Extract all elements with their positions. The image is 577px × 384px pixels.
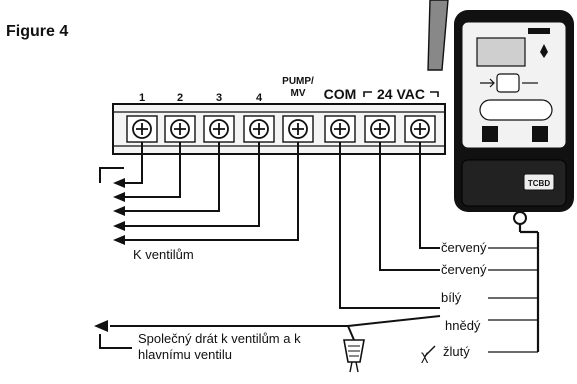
terminal-number-2: 2 bbox=[177, 92, 183, 104]
controller-device: TCBD bbox=[427, 0, 574, 225]
terminal-24vac-1-screw bbox=[364, 115, 396, 143]
pump-wire bbox=[124, 142, 299, 241]
valve-arrow-5 bbox=[113, 235, 125, 245]
vac-wires bbox=[379, 142, 440, 271]
wire-label-yellow: žlutý bbox=[443, 344, 470, 359]
to-valves-label: K ventilům bbox=[133, 247, 194, 262]
wire-nut-icon bbox=[343, 339, 365, 373]
controller-button-label: TCBD bbox=[528, 179, 550, 188]
terminal-2-screw bbox=[164, 115, 196, 143]
common-wire-to-brown bbox=[347, 315, 441, 327]
terminal-number-4: 4 bbox=[256, 92, 263, 104]
yellow-x-mark: χ bbox=[421, 347, 429, 363]
common-label-line2: hlavnímu ventilu bbox=[138, 347, 232, 362]
common-wire-to-connector bbox=[347, 325, 355, 341]
common-bracket bbox=[99, 334, 132, 349]
terminal-number-3: 3 bbox=[216, 92, 222, 104]
pump-label-line1: PUMP/ bbox=[282, 76, 314, 87]
cable-leaders bbox=[488, 247, 538, 353]
controller-button bbox=[523, 173, 555, 191]
valve-wires bbox=[99, 142, 299, 241]
mode-selector bbox=[479, 99, 553, 121]
plus-button bbox=[532, 126, 548, 142]
cable-grommet bbox=[513, 211, 527, 225]
terminal-1-screw bbox=[126, 115, 158, 143]
terminal-com-screw bbox=[324, 115, 356, 143]
transformer-cable bbox=[518, 218, 540, 352]
antenna-cable bbox=[427, 0, 449, 71]
valve-arrow-1 bbox=[113, 178, 125, 188]
terminal-pump-screw bbox=[282, 115, 314, 143]
vac-bracket bbox=[363, 91, 439, 97]
wire-label-red-2: červený bbox=[441, 262, 487, 277]
common-label-line1: Společný drát k ventilům a k bbox=[138, 331, 301, 346]
display-screen bbox=[476, 37, 526, 67]
terminal-strip bbox=[112, 103, 446, 155]
valve-wire-3 bbox=[124, 142, 220, 212]
wire-label-red-1: červený bbox=[441, 240, 487, 255]
valve-arrows bbox=[113, 178, 125, 245]
terminal-3-screw bbox=[203, 115, 235, 143]
common-arrow bbox=[94, 320, 108, 332]
valve-wire-1 bbox=[124, 142, 143, 184]
minus-button bbox=[482, 126, 498, 142]
terminal-4-screw bbox=[243, 115, 275, 143]
valve-arrow-3 bbox=[113, 206, 125, 216]
dial-icon bbox=[496, 73, 520, 93]
vac-wire-1 bbox=[379, 142, 440, 271]
wire-label-brown: hnědý bbox=[445, 318, 481, 333]
vac-label: 24 VAC bbox=[377, 86, 425, 102]
brand-badge bbox=[528, 28, 550, 34]
valve-wire-2 bbox=[124, 142, 181, 198]
com-wire bbox=[339, 142, 440, 309]
wire-label-white: bílý bbox=[441, 290, 462, 305]
common-wire bbox=[99, 315, 441, 349]
arrow-left-icon bbox=[480, 78, 495, 88]
pump-label-line2: MV bbox=[291, 88, 306, 99]
valve-arrow-2 bbox=[113, 192, 125, 202]
valve-wire-4 bbox=[124, 142, 260, 227]
vac-wire-2 bbox=[419, 142, 440, 249]
yellow-cut-mark bbox=[424, 345, 436, 357]
spare-wire bbox=[99, 167, 124, 183]
terminal-24vac-2-screw bbox=[404, 115, 436, 143]
figure-title: Figure 4 bbox=[6, 23, 68, 40]
com-label: COM bbox=[324, 86, 357, 102]
controller-base bbox=[461, 159, 567, 207]
valve-arrow-4 bbox=[113, 221, 125, 231]
terminal-number-1: 1 bbox=[139, 92, 145, 104]
water-drop-icon bbox=[540, 44, 548, 58]
